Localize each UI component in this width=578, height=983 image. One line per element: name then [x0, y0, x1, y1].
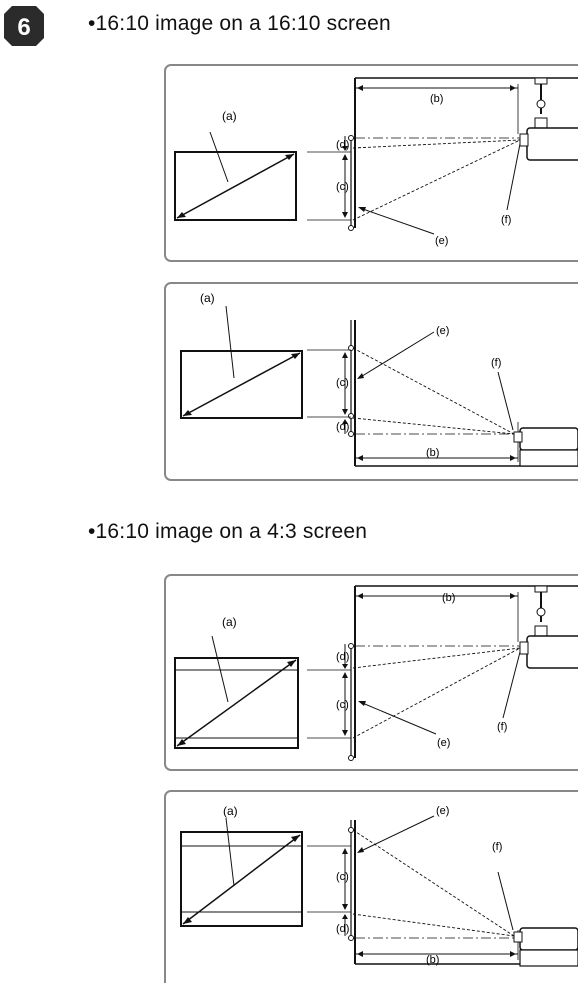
diagram-16-10-ceiling: (a) (c) (d) (b) (e) (f) [164, 64, 578, 262]
label-a: (a) [200, 291, 215, 305]
label-a: (a) [222, 615, 237, 629]
step-number-badge: 6 [4, 6, 44, 46]
label-e: (e) [437, 737, 450, 749]
label-d: (d) [336, 139, 349, 151]
label-e: (e) [436, 805, 449, 817]
section-title-4-3-screen: •16:10 image on a 4:3 screen [88, 520, 368, 543]
label-c: (c) [336, 181, 349, 193]
label-c: (c) [336, 377, 349, 389]
label-f: (f) [492, 841, 502, 853]
label-d: (d) [336, 651, 349, 663]
label-a: (a) [222, 109, 237, 123]
label-a: (a) [223, 804, 238, 818]
diagram-4-3-table: (a) (c) (d) (b) (e) (f) [164, 790, 578, 983]
step-number: 6 [17, 14, 30, 41]
label-d: (d) [336, 923, 349, 935]
label-b: (b) [426, 447, 439, 459]
label-f: (f) [497, 721, 507, 733]
label-e: (e) [435, 235, 448, 247]
label-b: (b) [442, 592, 455, 604]
label-b: (b) [430, 93, 443, 105]
label-e: (e) [436, 325, 449, 337]
label-f: (f) [491, 357, 501, 369]
label-c: (c) [336, 871, 349, 883]
label-b: (b) [426, 954, 439, 966]
section-title-16-10-screen: •16:10 image on a 16:10 screen [88, 12, 391, 35]
label-c: (c) [336, 699, 349, 711]
label-d: (d) [336, 421, 349, 433]
diagram-4-3-ceiling: (a) (c) (d) (b) (e) (f) [164, 574, 578, 771]
diagram-16-10-table: (a) (c) (d) (b) (e) (f) [164, 282, 578, 481]
label-f: (f) [501, 214, 511, 226]
